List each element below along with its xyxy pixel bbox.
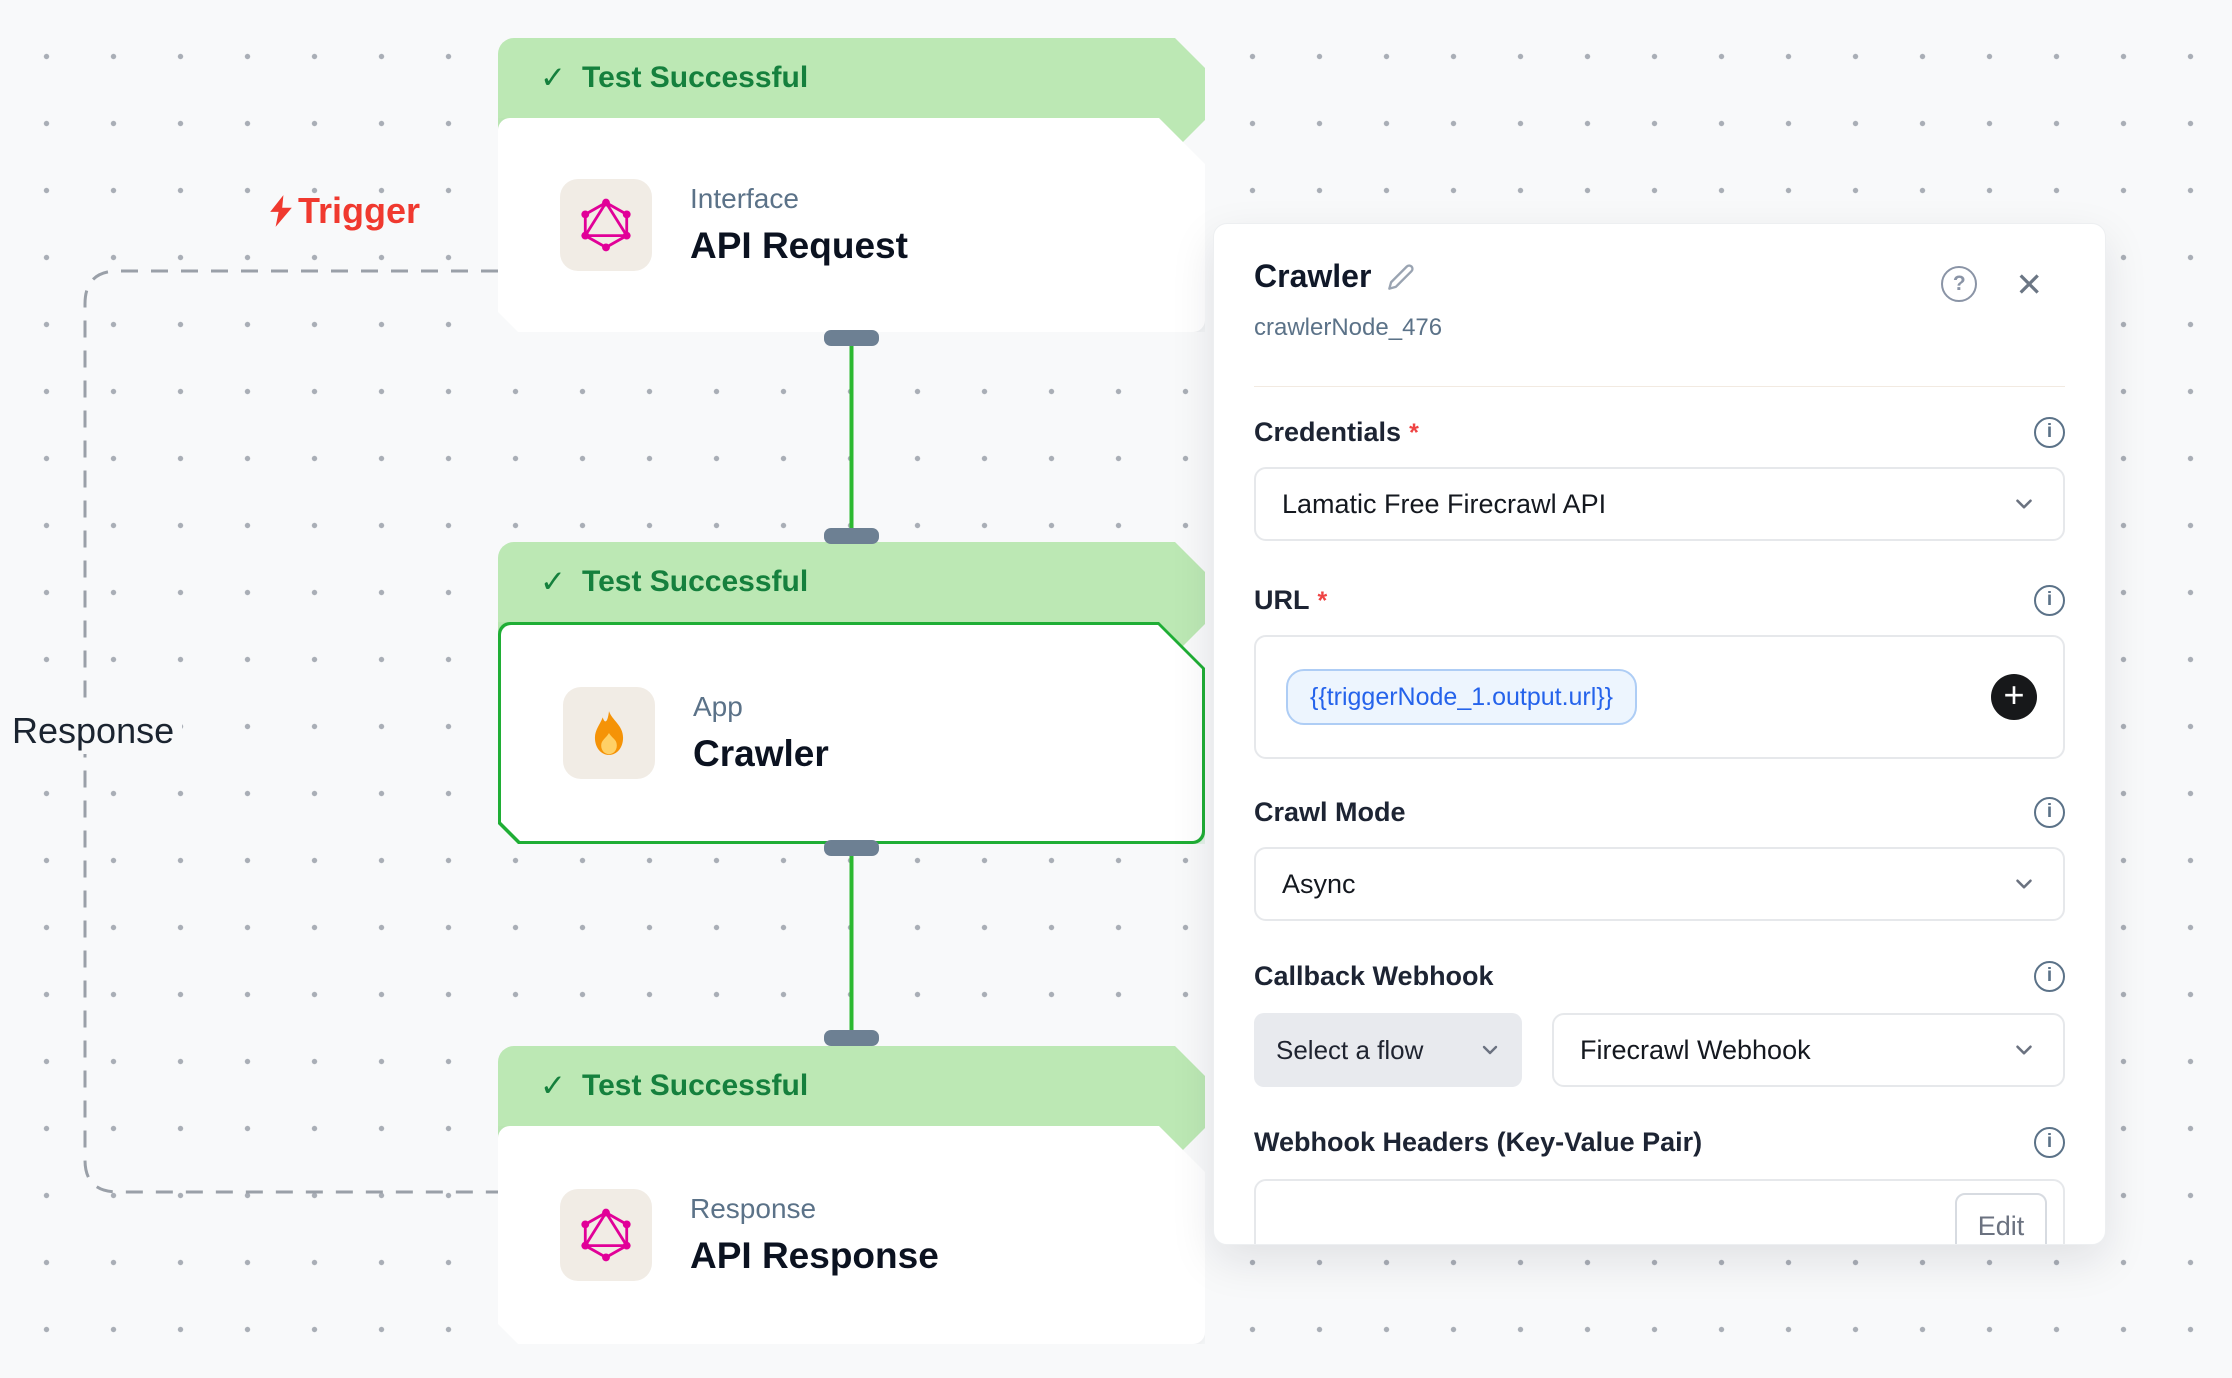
credentials-select[interactable]: Lamatic Free Firecrawl API [1254,467,2065,541]
node-title: API Request [690,225,908,267]
node-icon-box [560,1189,652,1281]
trigger-label: Trigger [266,190,420,232]
required-marker: * [1409,419,1419,447]
chevron-down-icon [2011,871,2037,897]
edit-headers-button[interactable]: Edit [1955,1193,2047,1245]
add-variable-button[interactable]: + [1991,674,2037,720]
required-marker: * [1318,587,1328,615]
node-icon-box [563,687,655,779]
crawl-mode-value: Async [1282,869,1356,900]
node-id-text: crawlerNode_476 [1254,314,2065,342]
lightning-bolt-icon [266,193,296,229]
fire-icon [584,708,634,758]
node-category: Interface [690,183,908,215]
close-icon[interactable]: ✕ [2015,268,2043,301]
handle-request-bottom[interactable] [824,330,879,346]
node-api-request[interactable]: ✓ Test Successful Interface API Request [498,38,1205,332]
credentials-value: Lamatic Free Firecrawl API [1282,489,1606,520]
graphql-icon [578,1207,634,1263]
edit-pencil-icon[interactable] [1387,263,1415,291]
check-icon: ✓ [540,564,566,600]
help-icon[interactable]: ? [1941,266,1977,302]
check-icon: ✓ [540,1068,566,1104]
crawl-mode-label: Crawl Mode [1254,797,1406,828]
panel-title: Crawler [1254,258,1371,295]
crawler-config-panel: Crawler ? ✕ crawlerNode_476 Credentials *… [1213,223,2106,1245]
webhook-headers-input[interactable]: Edit [1254,1179,2065,1245]
trigger-label-text: Trigger [298,190,420,232]
node-status-text: Test Successful [582,1068,808,1104]
node-status-text: Test Successful [582,564,808,600]
node-category: Response [690,1193,939,1225]
check-icon: ✓ [540,60,566,96]
graphql-icon [578,197,634,253]
callback-webhook-select[interactable]: Firecrawl Webhook [1552,1013,2065,1087]
flow-type-select[interactable]: Select a flow [1254,1013,1522,1087]
chevron-down-icon [2011,491,2037,517]
info-icon[interactable]: i [2034,961,2065,992]
flow-type-value: Select a flow [1276,1035,1423,1066]
info-icon[interactable]: i [2034,585,2065,616]
node-card[interactable]: Interface API Request [498,118,1205,332]
node-card[interactable]: Response API Response [498,1126,1205,1344]
node-category: App [693,691,829,723]
response-label: Response [4,708,182,754]
credentials-label: Credentials [1254,417,1401,447]
url-input[interactable]: {{triggerNode_1.output.url}} + [1254,635,2065,759]
node-title: Crawler [693,733,829,775]
node-status-text: Test Successful [582,60,808,96]
handle-crawler-bottom[interactable] [824,840,879,856]
url-variable-chip[interactable]: {{triggerNode_1.output.url}} [1286,669,1637,725]
panel-header: Crawler ? ✕ [1254,258,2065,302]
callback-webhook-label: Callback Webhook [1254,961,1494,992]
webhook-headers-label: Webhook Headers (Key-Value Pair) [1254,1127,1702,1158]
node-icon-box [560,179,652,271]
info-icon[interactable]: i [2034,797,2065,828]
info-icon[interactable]: i [2034,417,2065,448]
chevron-down-icon [1478,1038,1502,1062]
url-label: URL [1254,585,1310,615]
node-title: API Response [690,1235,939,1277]
chevron-down-icon [2011,1037,2037,1063]
info-icon[interactable]: i [2034,1127,2065,1158]
node-card-selected[interactable]: App Crawler [498,622,1205,844]
node-crawler[interactable]: ✓ Test Successful App Crawler [498,542,1205,844]
panel-divider [1254,386,2065,387]
callback-webhook-value: Firecrawl Webhook [1580,1035,1811,1066]
node-api-response[interactable]: ✓ Test Successful Response API Response [498,1046,1205,1344]
crawl-mode-select[interactable]: Async [1254,847,2065,921]
handle-crawler-top[interactable] [824,528,879,544]
handle-response-top[interactable] [824,1030,879,1046]
